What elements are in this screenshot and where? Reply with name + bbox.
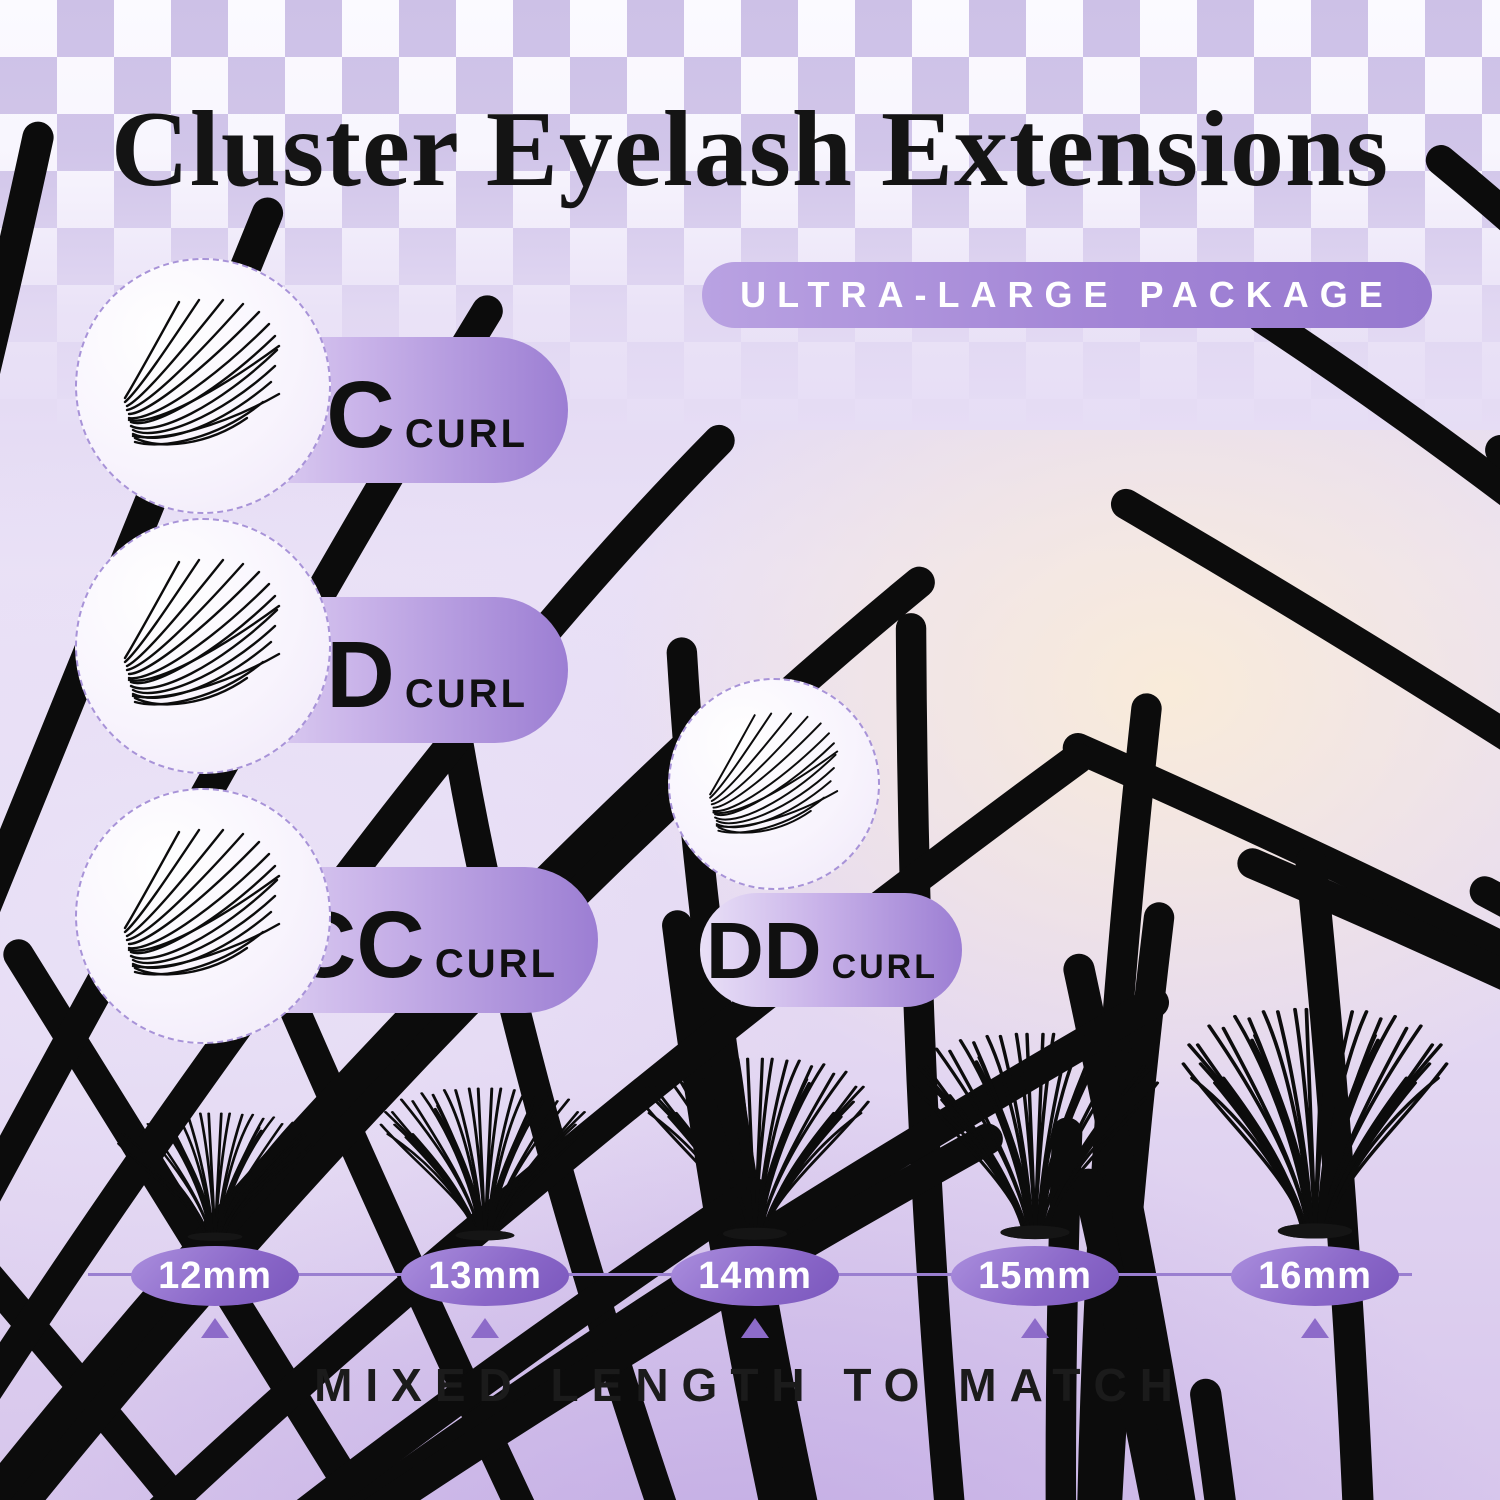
length-oval-12mm: 12mm	[131, 1246, 299, 1306]
footer-text: MIXED LENGTH TO MATCH	[314, 1359, 1186, 1411]
length-oval-16mm: 16mm	[1231, 1246, 1399, 1306]
lash-swatch-icon	[692, 702, 857, 867]
lash-swatch-icon	[103, 546, 303, 746]
curl-suffix-d: CURL	[404, 672, 528, 716]
curl-sample-circle-dd	[668, 678, 880, 890]
length-label: 16mm	[1258, 1254, 1372, 1297]
curl-sample-circle-d	[75, 518, 331, 774]
length-oval-15mm: 15mm	[951, 1246, 1119, 1306]
length-cluster-image-15mm	[902, 1032, 1168, 1244]
curl-label-c: C CURL	[326, 368, 528, 463]
curl-label-d: D CURL	[326, 628, 528, 723]
curl-sample-circle-c	[75, 258, 331, 514]
curl-letter-d: D	[326, 622, 395, 728]
package-badge: ULTRA-LARGE PACKAGE	[702, 262, 1432, 328]
curl-letter-c: C	[326, 362, 395, 468]
length-cluster-image-13mm	[372, 1087, 598, 1244]
pointer-triangle-icon	[1301, 1318, 1329, 1338]
curl-sample-circle-cc	[75, 788, 331, 1044]
curl-suffix-cc: CURL	[434, 942, 558, 986]
curl-suffix-dd: CURL	[831, 948, 938, 986]
length-cluster-image-14mm	[632, 1057, 878, 1244]
length-label: 12mm	[158, 1254, 272, 1297]
checker-pattern	[0, 0, 1500, 430]
curl-suffix-c: CURL	[404, 412, 528, 456]
length-oval-13mm: 13mm	[401, 1246, 569, 1306]
curl-label-dd: DD CURL	[706, 911, 938, 991]
curl-letter-dd: DD	[706, 906, 822, 995]
lash-swatch-icon	[103, 286, 303, 486]
pointer-triangle-icon	[741, 1318, 769, 1338]
pointer-triangle-icon	[201, 1318, 229, 1338]
length-label: 15mm	[978, 1254, 1092, 1297]
pointer-triangle-icon	[471, 1318, 499, 1338]
lash-swatch-icon	[103, 816, 303, 1016]
length-oval-14mm: 14mm	[671, 1246, 839, 1306]
length-cluster-image-16mm	[1172, 1007, 1458, 1244]
curl-pill-dd: DD CURL	[700, 893, 962, 1007]
pointer-triangle-icon	[1021, 1318, 1049, 1338]
length-cluster-image-12mm	[110, 1112, 320, 1244]
page-title: Cluster Eyelash Extensions	[110, 90, 1390, 209]
length-label: 14mm	[698, 1254, 812, 1297]
length-label: 13mm	[428, 1254, 542, 1297]
